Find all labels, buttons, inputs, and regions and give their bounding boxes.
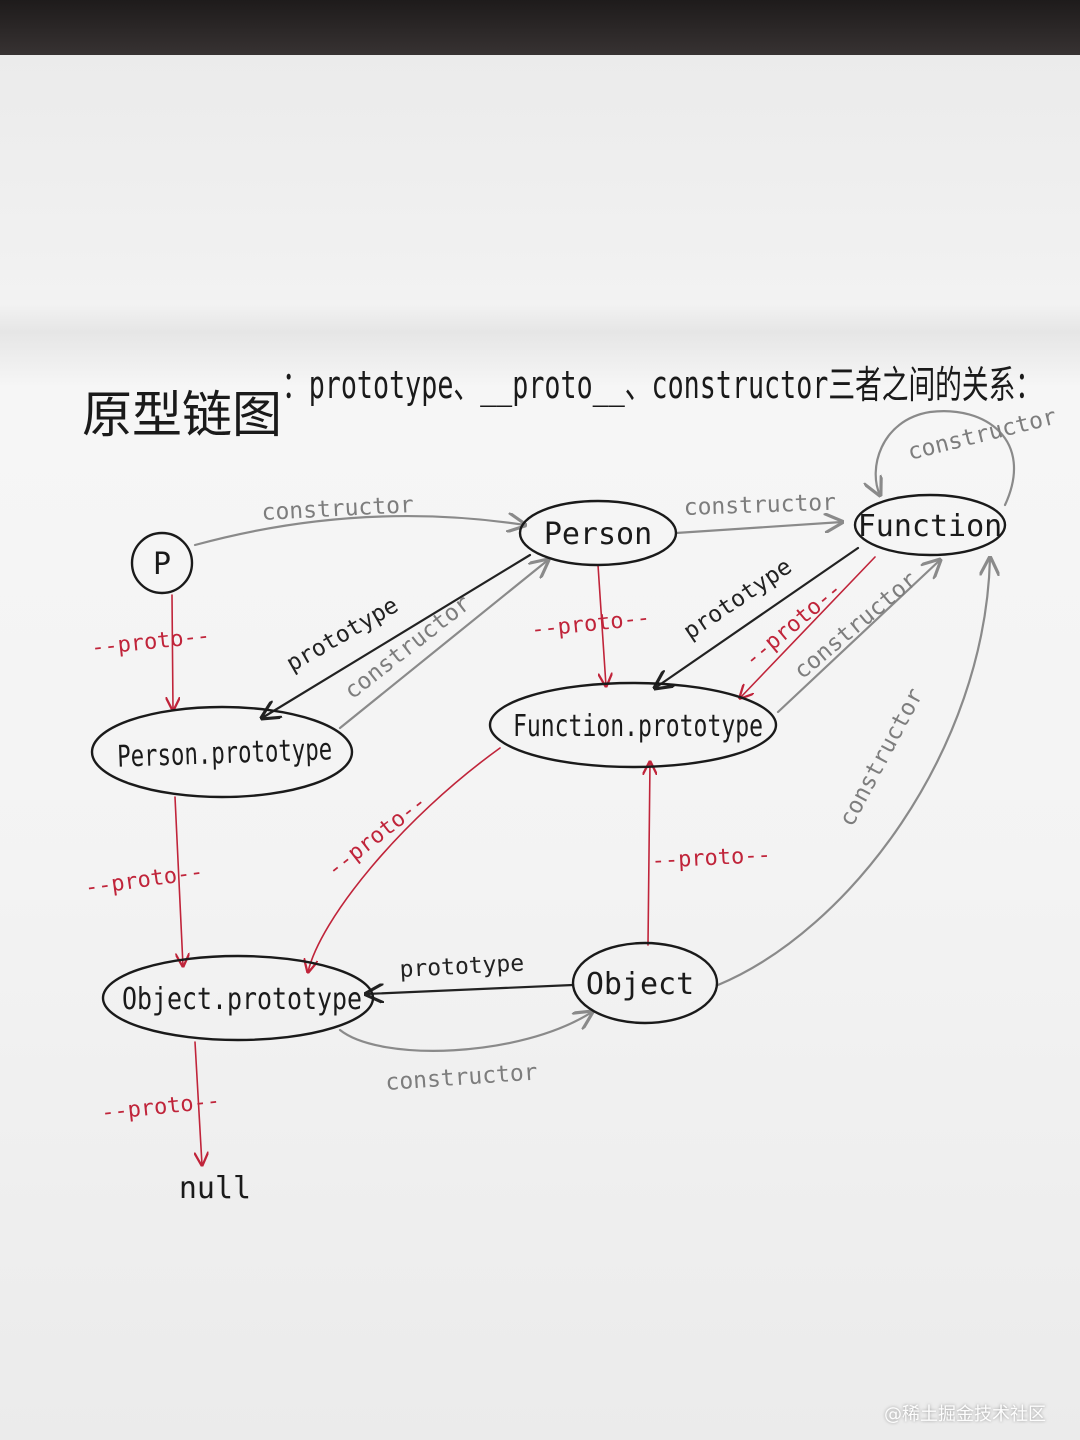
edge-function-functionprototype-proto	[740, 556, 876, 698]
dark-background-strip	[0, 0, 1080, 62]
node-label-object: Object	[586, 967, 694, 1002]
watermark: @稀土掘金技术社区	[884, 1404, 1046, 1425]
node-object	[571, 941, 719, 1025]
node-label-function-prototype: Function.prototype	[513, 709, 763, 744]
edge-label: --proto--	[90, 624, 211, 661]
edge-label: constructor	[683, 490, 836, 521]
node-p	[130, 531, 194, 595]
edge-objectprototype-null-proto	[195, 1041, 202, 1165]
edge-person-function-constructor	[674, 522, 842, 535]
node-object-prototype	[101, 954, 375, 1042]
edge-person-functionprototype-proto	[597, 564, 606, 686]
node-function	[853, 493, 1007, 557]
edge-label: constructor	[340, 590, 476, 704]
node-label-object-prototype: Object.prototype	[122, 982, 362, 1017]
edge-object-functionprototype-proto	[648, 762, 650, 946]
edge-person-personprototype-prototype	[262, 553, 532, 718]
edge-label: prototype	[399, 951, 525, 983]
edge-label: constructor	[261, 492, 414, 526]
edge-function-functionprototype-prototype	[655, 546, 860, 688]
edge-p-personprototype-proto	[172, 594, 173, 710]
edge-label: --proto--	[100, 1089, 221, 1126]
paper-sheet	[0, 55, 1080, 1440]
edge-label: --proto--	[651, 843, 771, 874]
edge-objectprototype-object-constructor	[338, 1012, 592, 1052]
edge-label: constructor	[834, 684, 928, 831]
edge-p-person-constructor	[193, 516, 525, 547]
node-person	[518, 499, 678, 567]
edge-functionprototype-objectprototype-proto	[308, 747, 501, 972]
node-label-p: P	[153, 547, 171, 582]
edge-function-self-constructor	[876, 410, 1016, 507]
node-label-null: null	[179, 1171, 251, 1206]
edge-object-objectprototype-prototype	[366, 985, 575, 994]
node-person-prototype	[90, 705, 354, 799]
edge-label: --proto--	[83, 860, 205, 901]
edge-label: --proto--	[530, 606, 651, 643]
title-chinese: 原型链图	[82, 386, 282, 444]
edge-personprototype-person-constructor	[338, 560, 548, 730]
node-function-prototype	[488, 681, 778, 769]
edge-label: --proto--	[322, 790, 431, 883]
edge-label: constructor	[385, 1059, 539, 1096]
edge-functionprototype-function-constructor	[776, 560, 940, 714]
edge-object-function-constructor	[716, 558, 990, 987]
node-label-person-prototype: Person.prototype	[117, 732, 333, 774]
title-text: ：prototype、__proto__、constructor三者之间的关系：	[282, 363, 1042, 408]
edge-personprototype-objectprototype-proto	[174, 796, 183, 966]
node-label-person: Person	[544, 517, 652, 552]
node-label-function: Function	[858, 509, 1003, 544]
